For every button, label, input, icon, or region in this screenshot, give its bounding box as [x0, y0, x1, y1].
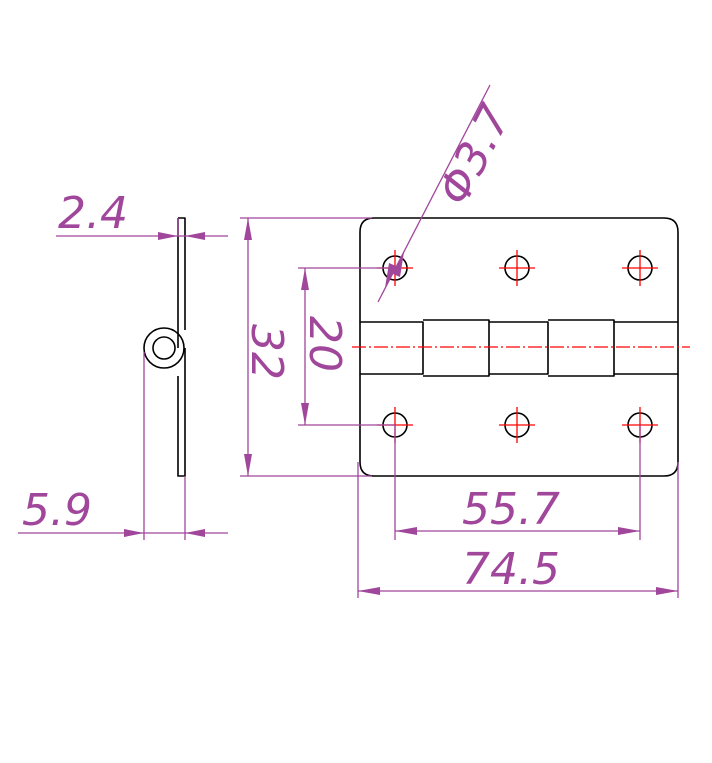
dim-74-5-arrow-left [358, 587, 380, 595]
dim-5-9-arrow-left [124, 529, 144, 537]
side-view [143, 217, 186, 477]
dim-5-9-arrow-right [185, 529, 205, 537]
hinge-leaf-top [359, 217, 679, 322]
dim-20-arrow-top [301, 268, 309, 290]
dim-2-4-label: 2.4 [58, 188, 128, 239]
dimensions: 2.4 5.9 32 20 55.7 74.5 [18, 84, 679, 598]
dim-20-label: 20 [299, 316, 350, 372]
dim-74-5-arrow-right [656, 587, 678, 595]
side-view-leaf-lower [177, 348, 186, 477]
dim-phi-arrow-lower [385, 263, 396, 288]
side-view-leaf-upper [177, 217, 186, 348]
dim-phi-leader [377, 84, 491, 303]
mounting-hole [499, 407, 535, 443]
dim-phi-arrow-upper [393, 252, 404, 277]
dim-20-arrow-bottom [301, 403, 309, 425]
dim-32-arrow-top [244, 218, 252, 240]
dim-55-7-label: 55.7 [462, 484, 560, 535]
side-view-knuckle-inner [152, 336, 176, 360]
hinge-knuckle-outline [359, 319, 679, 377]
dim-55-7-arrow-right [618, 527, 640, 535]
dim-32-label: 32 [241, 324, 292, 380]
dim-32-arrow-bottom [244, 454, 252, 476]
dim-2-4-arrow-left [158, 232, 178, 240]
side-view-knuckle-outer [143, 327, 185, 369]
mounting-hole [499, 250, 535, 286]
front-view [352, 217, 690, 477]
hinge-leaf-bottom [359, 374, 679, 477]
dim-74-5-label: 74.5 [462, 544, 560, 595]
mounting-hole [622, 250, 658, 286]
dim-2-4-arrow-right [185, 232, 205, 240]
dim-55-7-arrow-left [395, 527, 417, 535]
dim-5-9-label: 5.9 [22, 485, 92, 536]
dim-phi-label: Φ3.7 [428, 97, 521, 213]
